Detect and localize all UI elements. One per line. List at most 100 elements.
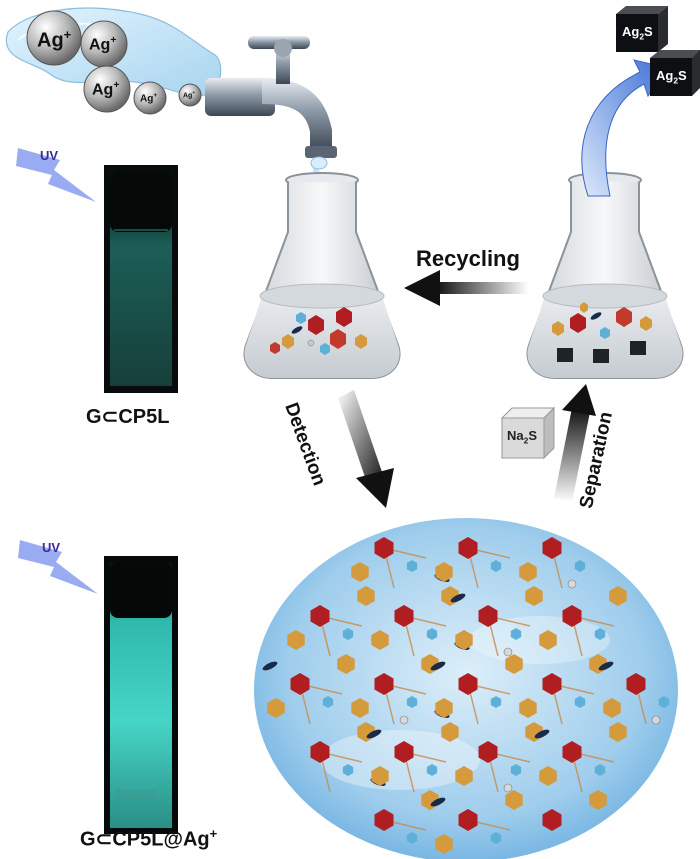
flask-right-icon xyxy=(526,172,684,379)
guest-oval xyxy=(450,593,466,603)
pillar-hexagon xyxy=(374,673,394,695)
ag-ball xyxy=(567,579,577,589)
orange-hexagon xyxy=(609,722,627,742)
recycling-label: Recycling xyxy=(416,246,520,271)
orange-hexagon xyxy=(435,698,453,718)
vial-top-label: G⊂CP5L xyxy=(86,406,170,428)
ag-ion-label-1: Ag+ xyxy=(37,27,72,52)
separation-arrow xyxy=(554,384,596,502)
ring-hexagon xyxy=(510,628,522,640)
pillar-hexagon xyxy=(290,673,310,695)
pillar-hexagon xyxy=(458,673,478,695)
ring-hexagon xyxy=(594,764,606,776)
ag-ion-1 xyxy=(26,10,82,66)
vial-bottom xyxy=(104,556,178,834)
ag2s-label-bottom: Ag2S xyxy=(656,68,687,86)
pillar-hexagon xyxy=(542,809,562,831)
ag-ball xyxy=(503,783,513,793)
pillar-hexagon xyxy=(394,741,414,763)
guest-oval xyxy=(430,661,446,671)
pillar-hexagon xyxy=(374,809,394,831)
orange-hexagon xyxy=(441,722,459,742)
ag2s-label-top: Ag2S xyxy=(622,24,653,42)
pillar-hexagon xyxy=(394,605,414,627)
ag-ball xyxy=(651,715,661,725)
ag-ion-label-4: Ag+ xyxy=(140,92,158,105)
ring-hexagon xyxy=(574,560,586,572)
ag-ion-4 xyxy=(133,81,167,115)
orange-hexagon xyxy=(539,766,557,786)
orange-hexagon xyxy=(505,654,523,674)
pillar-hexagon xyxy=(478,605,498,627)
ag-ion-label-3: Ag+ xyxy=(92,80,120,99)
ring-hexagon xyxy=(594,628,606,640)
uv-bolt-icon-bottom xyxy=(18,540,98,594)
ring-hexagon xyxy=(658,696,670,708)
pillar-hexagon xyxy=(310,741,330,763)
orange-hexagon xyxy=(337,654,355,674)
guest-oval xyxy=(534,729,550,739)
orange-hexagon xyxy=(589,790,607,810)
ring-hexagon xyxy=(574,696,586,708)
orange-hexagon xyxy=(435,834,453,854)
ring-hexagon xyxy=(490,832,502,844)
orange-hexagon xyxy=(539,630,557,650)
ag-ion-3 xyxy=(83,65,131,113)
orange-hexagon xyxy=(519,698,537,718)
ring-hexagon xyxy=(322,696,334,708)
pillar-hexagon xyxy=(542,673,562,695)
orange-hexagon xyxy=(609,586,627,606)
pillar-hexagon xyxy=(626,673,646,695)
orange-hexagon xyxy=(287,630,305,650)
ag-ion-label-2: Ag+ xyxy=(89,35,117,54)
cube-icon xyxy=(557,341,646,363)
vial-top xyxy=(104,165,178,393)
pillar-hexagon xyxy=(458,809,478,831)
pillar-hexagon xyxy=(310,605,330,627)
detection-arrow xyxy=(338,390,394,508)
recycling-arrow xyxy=(404,270,528,306)
orange-hexagon xyxy=(455,630,473,650)
ring-hexagon xyxy=(406,560,418,572)
pillar-hexagon xyxy=(562,605,582,627)
ring-hexagon xyxy=(342,628,354,640)
orange-hexagon xyxy=(351,562,369,582)
ring-hexagon xyxy=(426,628,438,640)
pillar-hexagon xyxy=(542,537,562,559)
orange-hexagon xyxy=(455,766,473,786)
guest-oval xyxy=(366,729,382,739)
pillar-hexagon xyxy=(562,741,582,763)
ring-hexagon xyxy=(490,560,502,572)
ring-hexagon xyxy=(510,764,522,776)
uv-label-top: UV xyxy=(40,148,59,163)
pillar-hexagon xyxy=(374,537,394,559)
ag2s-cube-top xyxy=(616,6,668,52)
ag-ball xyxy=(503,647,513,657)
vial-bottom-label: G⊂CP5L@Ag+ xyxy=(80,826,218,851)
guest-oval xyxy=(430,797,446,807)
pillar-hexagon xyxy=(458,537,478,559)
orange-hexagon xyxy=(267,698,285,718)
ring-hexagon xyxy=(406,696,418,708)
ring-hexagon xyxy=(406,832,418,844)
guest-oval xyxy=(262,661,278,671)
orange-hexagon xyxy=(603,698,621,718)
pillar-hexagon xyxy=(478,741,498,763)
uv-bolt-icon xyxy=(16,148,96,202)
na2s-cube xyxy=(500,406,556,460)
orange-hexagon xyxy=(519,562,537,582)
ag2s-cube-bottom xyxy=(650,50,700,96)
ag-ion-label-5: Ag+ xyxy=(183,90,195,100)
orange-hexagon xyxy=(525,586,543,606)
orange-hexagon xyxy=(371,630,389,650)
orange-hexagon xyxy=(505,790,523,810)
network-nodes xyxy=(262,537,670,854)
orange-hexagon xyxy=(351,698,369,718)
flask-left-icon xyxy=(243,172,401,379)
orange-hexagon xyxy=(357,586,375,606)
uv-label-bottom: UV xyxy=(42,540,61,555)
ag-ball xyxy=(399,715,409,725)
orange-hexagon xyxy=(435,562,453,582)
guest-oval xyxy=(598,661,614,671)
